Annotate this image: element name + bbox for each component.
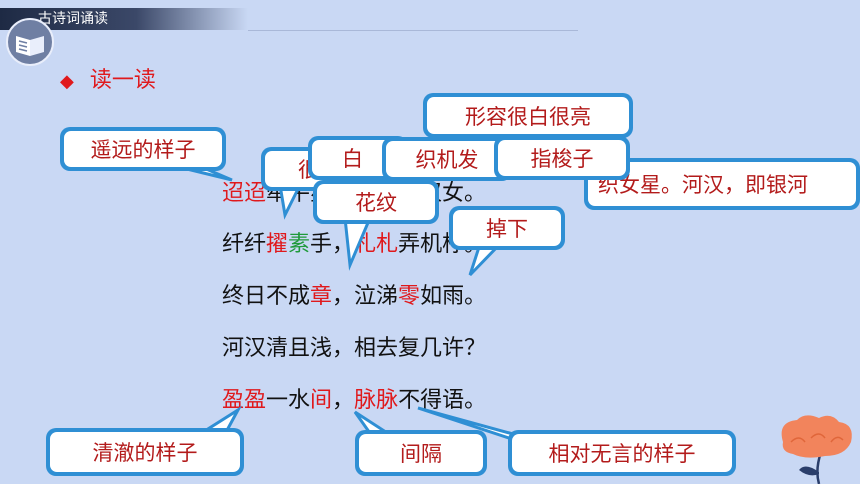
section-title-text: 读一读 <box>89 68 156 93</box>
callout-zhiji-text: 织机发 <box>386 141 508 177</box>
header-divider <box>248 30 578 31</box>
callout-xingrong: 形容很白很亮 <box>423 93 633 138</box>
callout-qingche: 清澈的样子 <box>46 428 244 476</box>
section-title: ◆ 读一读 <box>60 62 156 94</box>
poem-line-5-end: 不得语。 <box>398 388 487 413</box>
diamond-icon: ◆ <box>60 71 74 92</box>
word-su: 素 <box>288 232 311 257</box>
poem-line-4: 河汉清且浅，相去复几许？ <box>222 336 487 361</box>
flower-decoration-icon <box>781 415 852 484</box>
callout-xiangdui-text: 相对无言的样子 <box>512 434 732 472</box>
callout-huawen: 花纹 <box>313 180 439 224</box>
poem-comma: ， <box>332 388 355 413</box>
book-logo-icon <box>6 18 54 66</box>
header-bar <box>0 8 248 30</box>
callout-xingrong-text: 形容很白很亮 <box>427 97 629 134</box>
word-ling: 零 <box>398 284 421 309</box>
poem-line-2: 纤纤擢素手，札札弄机杼。 <box>222 226 486 258</box>
callout-diaoxia: 掉下 <box>449 206 565 250</box>
word-tiaotiao: 迢迢 <box>222 181 267 206</box>
word-zhang: 章 <box>310 284 333 309</box>
callout-qingche-text: 清澈的样子 <box>50 432 240 472</box>
header-title: 古诗词诵读 <box>38 11 108 27</box>
word-xianxian: 纤纤 <box>222 232 267 257</box>
callout-huawen-text: 花纹 <box>317 184 435 220</box>
callout-diaoxia-text: 掉下 <box>453 210 561 246</box>
callout-bai: 白 <box>308 136 408 180</box>
callout-xiangdui: 相对无言的样子 <box>508 430 736 476</box>
poem-line-3: 终日不成章，泣涕零如雨。 <box>222 278 486 310</box>
callout-zhinv-text: 织女星。河汉，即银河 <box>588 162 856 206</box>
callout-jiange-text: 间隔 <box>359 434 483 472</box>
poem-line-3-end: 如雨。 <box>420 284 487 309</box>
poem-line-3-mid: ，泣涕 <box>332 284 399 309</box>
callout-zhisuo-text: 指梭子 <box>498 140 626 176</box>
word-zhuo: 擢 <box>266 232 289 257</box>
poem-line-5: 盈盈一水间，脉脉不得语。 <box>222 382 486 414</box>
callout-zhisuo: 指梭子 <box>494 136 630 180</box>
word-jian: 间 <box>310 388 333 413</box>
callout-zhiji: 织机发 <box>382 137 512 181</box>
callout-yaoyuan: 遥远的样子 <box>60 127 226 171</box>
callout-yaoyuan-text: 遥远的样子 <box>64 131 222 167</box>
callout-zhinv: 织女星。河汉，即银河 <box>584 158 860 210</box>
poem-line-3-start: 终日不成 <box>222 284 311 309</box>
callout-jiange: 间隔 <box>355 430 487 476</box>
tail-huawen <box>343 216 373 271</box>
word-momo: 脉脉 <box>354 388 399 413</box>
word-yingying: 盈盈 <box>222 388 267 413</box>
word-yishui: 一水 <box>266 388 311 413</box>
